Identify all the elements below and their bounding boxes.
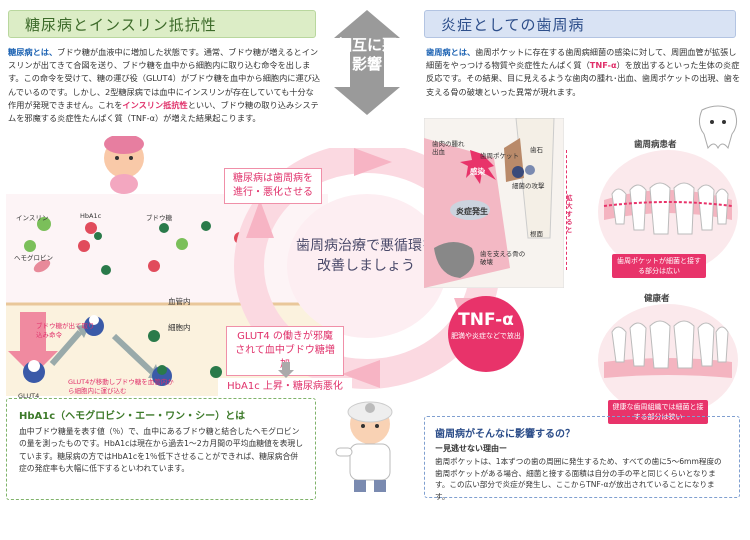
hemoglobin-label: ヘモグロビン: [14, 254, 53, 262]
diabetes-description: 糖尿病とは、ブドウ糖が血液中に増加した状態です。通常、ブドウ糖が増えるとインスリ…: [8, 47, 321, 124]
glut4-label: GLUT4: [18, 392, 40, 400]
healthy-teeth-illustration: [598, 304, 738, 416]
insulin-label: インスリン: [16, 214, 49, 222]
periodontal-diagram: [424, 118, 564, 288]
vessel-label: 血管内: [168, 297, 191, 306]
tooth-character-icon: [698, 105, 738, 150]
bone-destruction-icon: [434, 242, 475, 278]
enlarge-label: 拡大すると: [566, 194, 573, 234]
down-arrow-icon: [278, 362, 294, 378]
doctor-character-icon: [335, 401, 393, 492]
patient-title: 歯周病患者: [634, 140, 677, 150]
bone-label: 歯を支える骨の破壊: [480, 250, 526, 266]
healthy-title: 健康者: [644, 294, 670, 304]
cycle-center-text: 歯周病治療で悪循環を改善しましょう: [296, 238, 436, 274]
impact-box-subtitle: ー見逃せない理由ー: [435, 444, 507, 453]
periodontal-description: 歯周病とは、歯周ポケットに存在する歯周病細菌の感染に対して、周囲血管が拡張し細菌…: [426, 47, 741, 97]
left-section-header: 糖尿病とインスリン抵抗性: [8, 10, 316, 38]
calculus-label: 歯石: [530, 146, 543, 154]
hba1c-box-title: HbA1c（ヘモグロビン・エー・ワン・シー）とは: [19, 411, 246, 422]
glut4-note: GLUT4が移動しブドウ糖を血管内から細胞内に運び込む: [68, 378, 174, 395]
insulin-resistance-highlight: インスリン抵抗性: [122, 99, 188, 110]
hba1c-box-body: 血中ブドウ糖量を表す値（％）で、血中にあるブドウ糖と結合したヘモグロビンの量を測…: [19, 427, 304, 474]
infection-label: 感染: [470, 167, 485, 176]
diabetes-worsens-box: 糖尿病は歯周病を進行・悪化させる: [224, 168, 322, 204]
glut4-icon: [23, 360, 45, 383]
mutual-arrow-icon: [334, 10, 400, 115]
cell-label: 細胞内: [168, 323, 191, 332]
healthy-caption: 健康な歯周組織では細菌と接する部分は狭い: [608, 400, 708, 424]
mutual-label: 相互に悪影響: [336, 36, 397, 73]
attack-label: 細菌の攻撃: [512, 182, 545, 190]
hemoglobin-molecule-icon: [33, 259, 160, 275]
patient-caption: 歯周ポケットが細菌と接する部分は広い: [612, 254, 706, 278]
periodontal-lead: 歯周病とは、: [426, 47, 476, 57]
tnf-alpha-badge: TNF-α 肥満や炎症などで放出: [448, 296, 524, 372]
hba1c-rise-box: HbA1c 上昇・糖尿病悪化: [218, 378, 352, 396]
insulin-molecule-icon: [24, 217, 51, 252]
hba1c-label: HbA1c: [80, 212, 102, 220]
hba1c-info-box: HbA1c（ヘモグロビン・エー・ワン・シー）とは 血中ブドウ糖量を表す値（％）で…: [6, 398, 316, 500]
arrow-note: ブドウ糖が出て取り込み命令: [36, 322, 95, 339]
right-section-header: 炎症としての歯周病: [424, 10, 736, 38]
periodontal-impact-box: 歯周病がそんなに影響するの？ ー見逃せない理由ー 歯周ポケットは、1本ずつの歯の…: [424, 416, 740, 501]
glucose-label: ブドウ糖: [146, 214, 172, 222]
root-label: 根面: [530, 230, 543, 238]
hba1c-molecule-icon: [78, 222, 102, 252]
inflammation-label: 炎症発生: [456, 207, 488, 216]
tnf-subtitle: 肥満や炎症などで放出: [451, 332, 521, 340]
pocket-label: 歯周ポケット: [480, 152, 519, 160]
impact-box-body: 歯周ポケットは、1本ずつの歯の周囲に発生するため、すべての歯に5～6mm程度の歯…: [435, 457, 722, 501]
enlarge-line: [566, 150, 567, 270]
gum-swelling-label: 歯肉の腫れ出血: [432, 140, 465, 156]
patient-teeth-illustration: [598, 150, 738, 274]
child-character-icon: [104, 136, 144, 194]
tnf-title: TNF-α: [458, 310, 514, 330]
diabetes-lead: 糖尿病とは、: [8, 47, 58, 57]
tnf-highlight: TNF-α: [589, 60, 617, 71]
impact-box-title: 歯周病がそんなに影響するの？: [435, 429, 575, 440]
infection-burst-icon: [460, 150, 496, 184]
